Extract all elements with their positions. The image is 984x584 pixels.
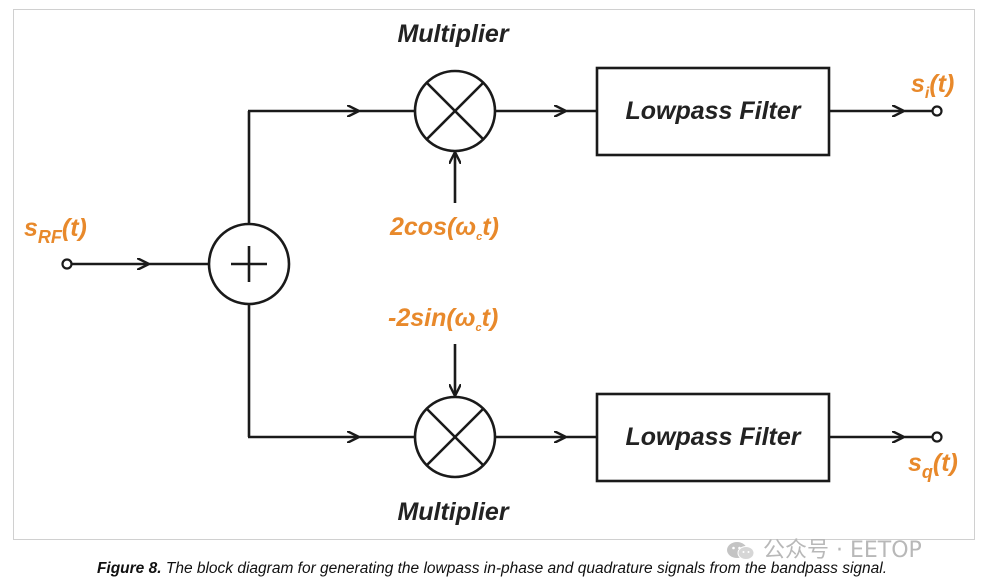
input-signal-label: sRF(t): [24, 214, 87, 247]
multiplier-top: [413, 69, 497, 153]
output-q-terminal: [931, 431, 943, 443]
multiplier-bottom: [413, 395, 497, 479]
multiplier-bottom-label: Multiplier: [397, 498, 509, 526]
figure-caption: Figure 8. The block diagram for generati…: [0, 560, 984, 578]
caption-text: The block diagram for generating the low…: [161, 560, 888, 577]
watermark: 公众号 · EETOP: [726, 532, 922, 564]
sin-lo-label: -2sin(ωct): [388, 304, 498, 334]
lowpass-filter-top: [595, 66, 831, 157]
watermark-text: 公众号 · EETOP: [763, 538, 922, 563]
multiplier-top-label: Multiplier: [397, 20, 509, 48]
lowpass-filter-bottom: [595, 392, 831, 483]
figure-label: Figure 8.: [96, 560, 162, 577]
splitter-node: [207, 222, 291, 306]
lowpass-filter-top-label: Lowpass Filter: [625, 97, 801, 125]
cos-lo-label: 2cos(ωct): [389, 213, 499, 243]
input-terminal: [61, 258, 73, 270]
wechat-icon: [726, 541, 756, 561]
output-i-terminal: [931, 105, 943, 117]
output-i-label: si(t): [911, 70, 954, 102]
output-q-label: sq(t): [908, 449, 958, 482]
diagram-frame: [13, 9, 975, 540]
lowpass-filter-bottom-label: Lowpass Filter: [625, 423, 801, 451]
